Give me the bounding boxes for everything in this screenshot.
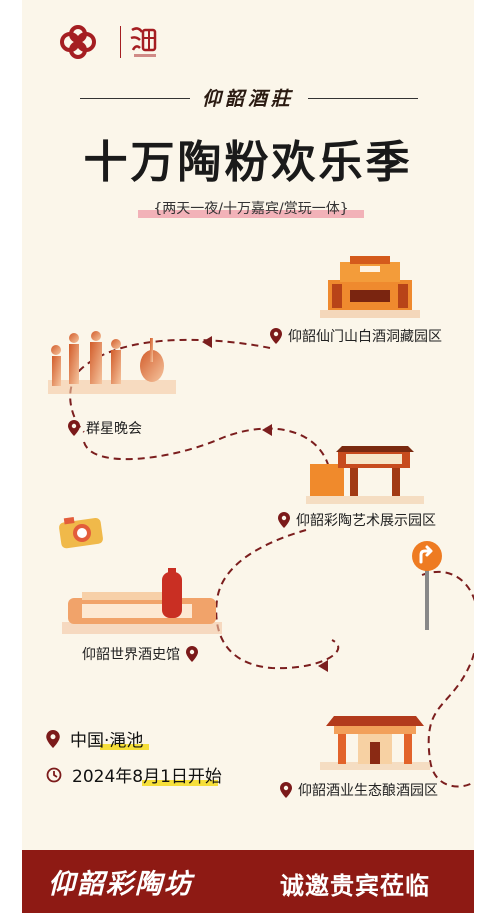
info-date: 2024年8月1日开始 [46,762,222,787]
location-label: 群星晚会 [86,421,142,437]
map-pin-icon [68,420,80,436]
pottery-park-illustration [306,446,424,504]
footer-slogan: 诚邀贵宾莅临 [280,872,430,900]
info-place: 中国·渑池 [46,726,150,751]
location-brewery[interactable]: 仰韶酒业生态酿酒园区 [280,780,438,800]
map-pin-icon [278,512,290,528]
footer-banner: 仰韶彩陶坊 诚邀贵宾莅临 [22,850,474,913]
info-date-text: 2024年8月1日开始 [72,762,222,787]
location-concert[interactable]: 群星晚会 [68,418,142,438]
footer-script: 仰韶彩陶坊 [48,869,193,900]
camera-icon [59,517,103,549]
page-title: 十万陶粉欢乐季 [83,137,413,188]
subtitle: {两天一夜/十万嘉宾/赏玩一体} [132,198,370,220]
map-pin-icon [270,328,282,344]
cloud-emblem-icon [60,25,96,59]
brand-rule-left [80,98,190,99]
place-highlight [100,744,150,750]
info-place-text: 中国·渑池 [70,726,150,751]
logo-divider [120,26,121,58]
brand-logo [50,22,160,62]
date-highlight [142,780,218,786]
map-pin-icon [186,646,198,662]
location-label: 仰韶酒业生态酿酒园区 [298,783,438,799]
wine-museum-illustration [62,568,222,634]
poster: 仰韶酒莊 十万陶粉欢乐季 {两天一夜/十万嘉宾/赏玩一体} [22,0,474,913]
brand-script: 仰韶酒莊 [201,88,294,110]
subtitle-text: {两天一夜/十万嘉宾/赏玩一体} [153,201,349,217]
date-value: 2024年8月1日开始 [72,767,222,787]
location-pottery[interactable]: 仰韶彩陶艺术展示园区 [278,510,436,530]
clock-icon [46,767,62,782]
location-museum[interactable]: 仰韶世界酒史馆 [82,644,198,664]
location-label: 仰韶世界酒史馆 [82,647,180,663]
xianmen-gate-illustration [320,256,420,318]
map-pin-icon [46,729,60,748]
map-pin-icon [280,782,292,798]
location-label: 仰韶仙门山白酒洞藏园区 [288,329,442,345]
location-label: 仰韶彩陶艺术展示园区 [296,513,436,529]
concert-illustration [48,331,176,394]
place-value: 中国·渑池 [70,731,144,751]
brewery-gate-illustration [320,716,430,770]
location-xianmen[interactable]: 仰韶仙门山白酒洞藏园区 [270,326,442,346]
subtitle-highlight [138,210,364,218]
brand-rule-right [308,98,418,99]
wine-seal-icon [130,27,157,57]
direction-sign-icon [412,541,442,630]
